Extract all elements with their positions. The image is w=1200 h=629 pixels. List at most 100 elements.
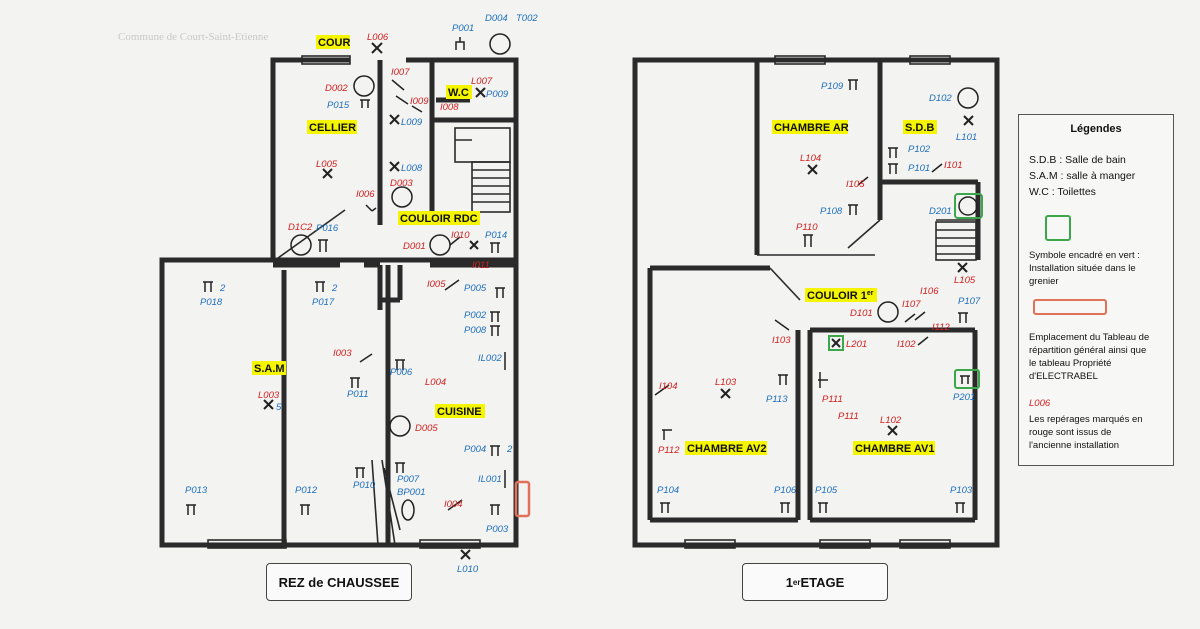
code-i005: I005: [427, 279, 446, 290]
switch-i101-icon: [931, 163, 943, 173]
code-i106: I106: [920, 286, 939, 297]
detector-d201-icon: [958, 196, 978, 216]
outlet-p017-icon: [315, 281, 325, 292]
first-staircase: [935, 221, 977, 261]
bell-bp001-icon: [401, 499, 415, 521]
switch-group-i007-icon: [391, 79, 423, 113]
light-l007-icon: [475, 87, 486, 98]
outlet-p103-icon: [955, 502, 965, 513]
code-p014: P014: [485, 230, 507, 241]
code-p102: P102: [908, 144, 931, 155]
code-i112: I112: [932, 322, 951, 333]
first-floor-walls: [632, 57, 1000, 548]
room-couloir-1er-sup: er: [867, 290, 874, 297]
outlet-p112-icon: [662, 429, 672, 440]
legend-sam: S.A.M : salle à manger: [1029, 170, 1136, 182]
svg-text:COULOIR 1er: COULOIR 1er: [807, 290, 874, 302]
detector-d005-icon: [389, 415, 411, 437]
outlet-p105-icon: [818, 502, 828, 513]
code-p001: P001: [452, 23, 474, 34]
code-p007: P007: [397, 474, 420, 485]
legend-orange-line-1: Emplacement du Tableau de: [1029, 332, 1150, 343]
switch-i005-icon: [444, 279, 460, 291]
mult-5: 5: [276, 402, 282, 413]
code-p012: P012: [295, 485, 318, 496]
code-i008: I008: [440, 102, 459, 113]
ground-floor-windows: [207, 55, 481, 549]
code-i009: I009: [410, 96, 429, 107]
room-cour: COUR: [318, 37, 350, 49]
code-d002: D002: [325, 83, 348, 94]
legend-orange-line-3: le tableau Propriété: [1029, 358, 1112, 369]
code-p008: P008: [464, 325, 487, 336]
code-i010: I010: [451, 230, 470, 241]
ground-room-names: COUR CELLIER W.C COULOIR RDC S.A.M CUISI…: [252, 35, 485, 418]
code-p010: P010: [353, 480, 376, 491]
detector-d003-icon: [391, 186, 413, 208]
ground-floor-walls: [159, 57, 519, 548]
light-l008-icon: [389, 161, 400, 172]
light-l009-icon: [389, 114, 400, 125]
code-l003: L003: [258, 390, 280, 401]
first-floor-title-sup: er: [792, 577, 801, 587]
outlet-p016-icon: [318, 239, 328, 252]
detector-d101-icon: [877, 301, 899, 323]
code-p106: P106: [774, 485, 797, 496]
outlet-p014-icon: [490, 242, 500, 253]
switch-i010-icon: [449, 236, 461, 246]
code-d201: D201: [929, 206, 952, 217]
light-l006-icon: [371, 42, 383, 54]
attic-frame-l201: [828, 335, 844, 351]
outlet-p008-icon: [490, 325, 500, 336]
code-p013: P013: [185, 485, 208, 496]
code-p111-a: P111: [822, 394, 843, 405]
legend-sdb: S.D.B : Salle de bain: [1029, 154, 1126, 166]
code-d003: D003: [390, 178, 413, 189]
switch-i102-icon: [917, 336, 929, 346]
first-symbols: [654, 79, 983, 513]
code-d005: D005: [415, 423, 438, 434]
switch-i003-icon: [359, 353, 373, 363]
outlet-p004-icon: [490, 445, 500, 456]
code-p005: P005: [464, 283, 487, 294]
switch-i004-icon: [447, 499, 463, 511]
code-l009: L009: [401, 117, 423, 128]
light-l105-icon: [957, 262, 968, 273]
attic-frame-p201: [954, 369, 980, 389]
ground-floor-title: REZ de CHAUSSEE: [278, 574, 400, 590]
code-p017: P017: [312, 297, 335, 308]
attic-frame-d201: [954, 193, 983, 219]
outlet-p006-icon: [395, 359, 405, 370]
legend-red-line-3: l'ancienne installation: [1029, 440, 1120, 451]
legend-orange-line-4: d'ELECTRABEL: [1029, 371, 1098, 382]
room-sam: S.A.M: [254, 363, 285, 375]
code-i104: I104: [659, 381, 678, 392]
room-couloir-rdc: COULOIR RDC: [400, 213, 478, 225]
ground-symbols: [186, 33, 531, 560]
ground-labels: L006 P001 D004 T002 D002 L007 I007 P015 …: [185, 13, 538, 575]
code-l007: L007: [471, 76, 493, 87]
room-cellier: CELLIER: [309, 122, 356, 134]
code-l005: L005: [316, 159, 338, 170]
code-l006: L006: [367, 32, 389, 43]
code-p003: P003: [486, 524, 509, 535]
light-l010-icon: [460, 549, 471, 560]
code-p107: P107: [958, 296, 981, 307]
detector-d1c2-icon: [290, 234, 312, 256]
light-l102-icon: [887, 425, 898, 436]
light-l101-icon: [963, 115, 974, 126]
code-d001: D001: [403, 241, 426, 252]
room-chambre-ar: CHAMBRE AR: [774, 122, 849, 134]
outlet-p015-icon: [360, 99, 370, 108]
first-labels: P109 D102 L101 L104 P102 P101 I101 I105 …: [657, 81, 981, 496]
ground-floor-plate: REZ de CHAUSSEE: [266, 563, 412, 601]
room-cuisine: CUISINE: [437, 406, 482, 418]
code-l101: L101: [956, 132, 977, 143]
code-d1c2: D1C2: [288, 222, 313, 233]
room-sdb: S.D.B: [905, 122, 934, 134]
outlet-p005-icon: [495, 287, 505, 298]
legend-orange-line-2: répartition général ainsi que: [1029, 345, 1147, 356]
code-p108: P108: [820, 206, 843, 217]
code-p112: P112: [658, 445, 680, 456]
